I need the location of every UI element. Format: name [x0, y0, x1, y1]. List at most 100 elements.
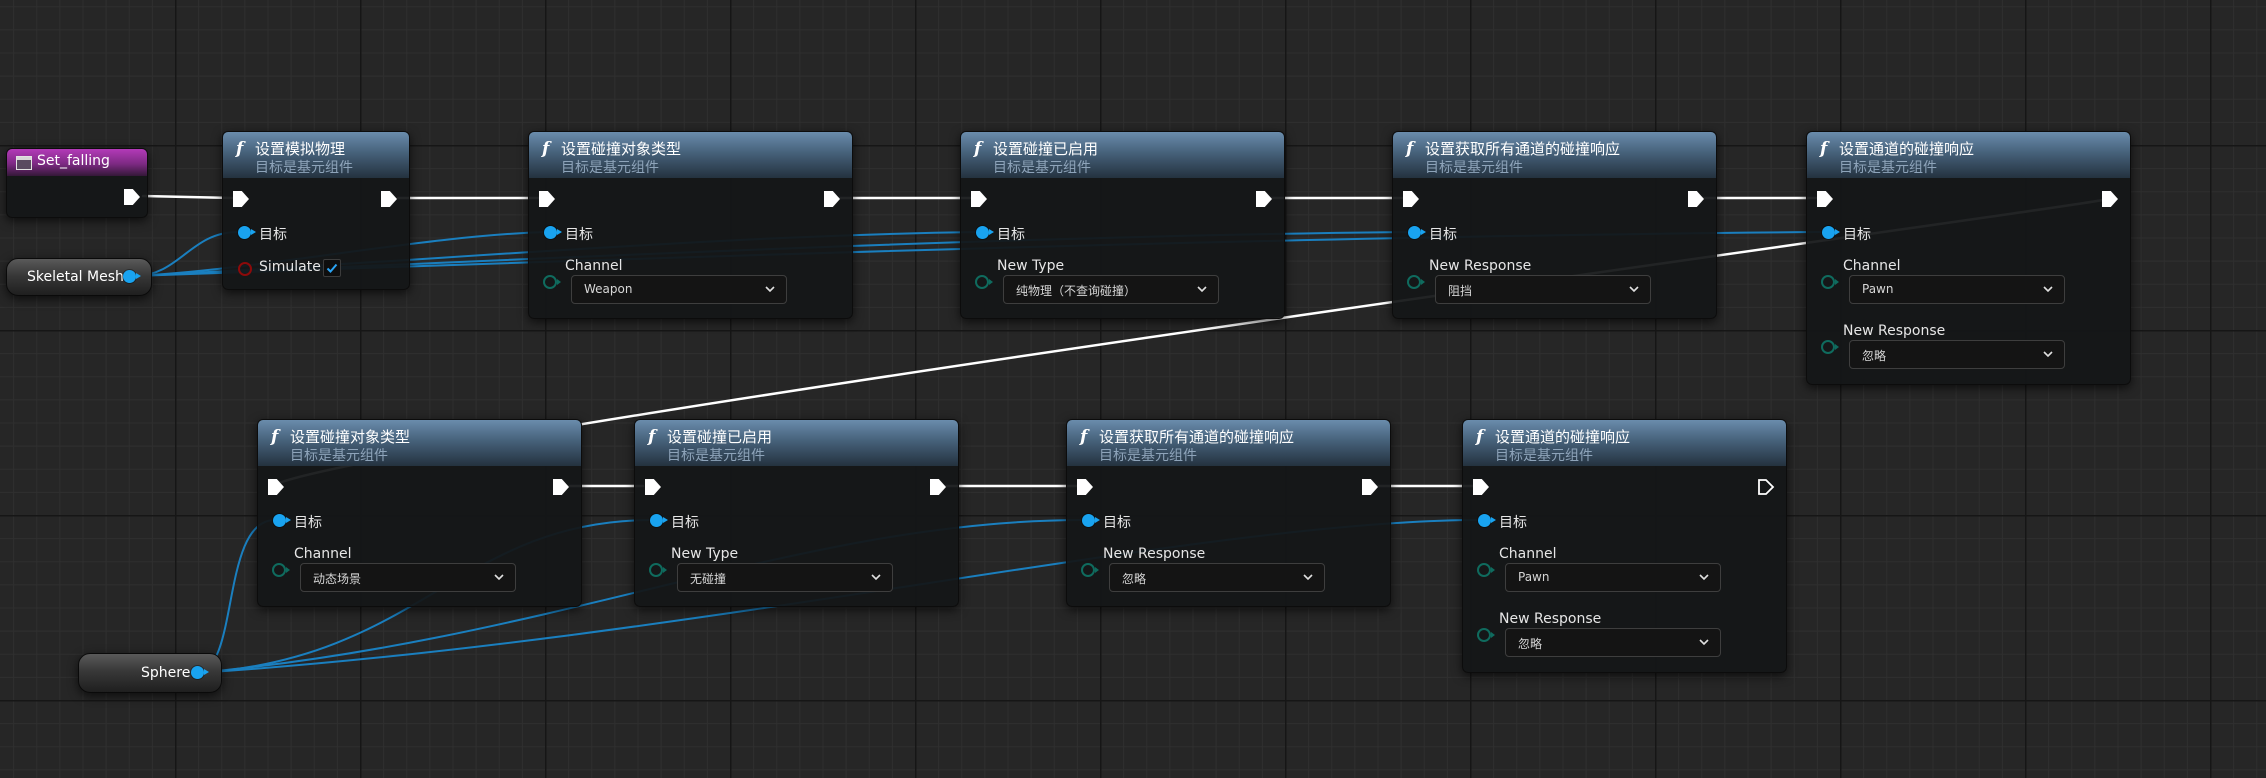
- simulate-checkbox[interactable]: [323, 259, 341, 277]
- event-node-set-falling[interactable]: Set_falling: [6, 148, 148, 218]
- exec-in-pin[interactable]: [1817, 191, 1833, 207]
- dropdown-value: 无碰撞: [690, 572, 727, 586]
- node-set-collision-enabled-2[interactable]: f 设置碰撞已启用 目标是基元组件 目标 New Type 无碰撞: [634, 419, 959, 607]
- exec-in-pin[interactable]: [1077, 479, 1093, 495]
- new-response-pin[interactable]: [1081, 563, 1099, 577]
- channel-pin[interactable]: [543, 275, 561, 289]
- exec-in-pin[interactable]: [1403, 191, 1419, 207]
- node-subtitle: 目标是基元组件: [667, 448, 765, 464]
- node-title: 设置获取所有通道的碰撞响应: [1099, 428, 1295, 446]
- exec-out-pin[interactable]: [1688, 191, 1704, 207]
- channel-label: Channel: [294, 546, 352, 562]
- new-response-label: New Response: [1429, 258, 1532, 274]
- new-response-dropdown[interactable]: 忽略: [1849, 340, 2065, 369]
- object-pin-icon[interactable]: [123, 270, 141, 283]
- node-header: f 设置碰撞对象类型 目标是基元组件: [529, 132, 852, 178]
- chevron-down-icon: [1629, 286, 1639, 293]
- channel-dropdown[interactable]: Pawn: [1849, 275, 2065, 304]
- new-response-label: New Response: [1499, 611, 1602, 627]
- exec-wire: [141, 194, 235, 200]
- new-type-dropdown[interactable]: 无碰撞: [677, 563, 893, 592]
- new-response-dropdown[interactable]: 忽略: [1109, 563, 1325, 592]
- object-pin-icon[interactable]: [191, 666, 209, 679]
- exec-out-pin[interactable]: [930, 479, 946, 495]
- target-pin[interactable]: [650, 514, 668, 527]
- exec-out-pin[interactable]: [1256, 191, 1272, 207]
- variable-label: Skeletal Mesh: [27, 269, 124, 285]
- target-pin[interactable]: [273, 514, 291, 527]
- dropdown-value: 忽略: [1122, 572, 1147, 586]
- node-title: 设置模拟物理: [255, 140, 346, 158]
- chevron-down-icon: [2043, 351, 2053, 358]
- channel-label: Channel: [1499, 546, 1557, 562]
- target-pin[interactable]: [1082, 514, 1100, 527]
- node-header: f 设置碰撞已启用 目标是基元组件: [635, 420, 958, 466]
- node-subtitle: 目标是基元组件: [1495, 448, 1593, 464]
- new-type-dropdown[interactable]: 纯物理（不查询碰撞）: [1003, 275, 1219, 304]
- new-type-pin[interactable]: [649, 563, 667, 577]
- exec-out-pin-unconnected[interactable]: [1757, 478, 1775, 496]
- function-icon: f: [542, 139, 550, 159]
- event-title: Set_falling: [37, 153, 110, 169]
- target-pin[interactable]: [976, 226, 994, 239]
- node-set-simulate-physics[interactable]: f 设置模拟物理 目标是基元组件 目标 Simulate: [222, 131, 410, 290]
- target-label: 目标: [565, 227, 593, 243]
- exec-in-pin[interactable]: [645, 479, 661, 495]
- target-label: 目标: [1499, 515, 1527, 531]
- new-response-pin[interactable]: [1477, 628, 1495, 642]
- target-label: 目标: [1843, 227, 1871, 243]
- channel-dropdown[interactable]: Pawn: [1505, 563, 1721, 592]
- function-icon: f: [1406, 139, 1414, 159]
- node-set-channel-response[interactable]: f 设置通道的碰撞响应 目标是基元组件 目标 Channel Pawn New …: [1806, 131, 2131, 385]
- node-header: f 设置通道的碰撞响应 目标是基元组件: [1463, 420, 1786, 466]
- channel-pin[interactable]: [1821, 275, 1839, 289]
- skeletal-mesh-variable-node[interactable]: Skeletal Mesh: [6, 258, 152, 296]
- chevron-down-icon: [871, 574, 881, 581]
- exec-in-pin[interactable]: [971, 191, 987, 207]
- exec-out-pin[interactable]: [381, 191, 397, 207]
- target-pin[interactable]: [1822, 226, 1840, 239]
- target-pin[interactable]: [238, 226, 256, 239]
- new-type-pin[interactable]: [975, 275, 993, 289]
- node-header: f 设置碰撞对象类型 目标是基元组件: [258, 420, 581, 466]
- channel-dropdown[interactable]: Weapon: [571, 275, 787, 304]
- node-set-all-channels-response-2[interactable]: f 设置获取所有通道的碰撞响应 目标是基元组件 目标 New Response …: [1066, 419, 1391, 607]
- function-icon: f: [1476, 427, 1484, 447]
- exec-in-pin[interactable]: [1473, 479, 1489, 495]
- node-set-collision-enabled[interactable]: f 设置碰撞已启用 目标是基元组件 目标 New Type 纯物理（不查询碰撞）: [960, 131, 1285, 319]
- target-label: 目标: [259, 227, 287, 243]
- node-set-channel-response-2[interactable]: f 设置通道的碰撞响应 目标是基元组件 目标 Channel Pawn New …: [1462, 419, 1787, 673]
- target-pin[interactable]: [1478, 514, 1496, 527]
- exec-out-pin[interactable]: [553, 479, 569, 495]
- channel-pin[interactable]: [272, 563, 290, 577]
- simulate-pin[interactable]: [238, 262, 252, 276]
- node-title: 设置碰撞对象类型: [290, 428, 411, 446]
- target-pin[interactable]: [544, 226, 562, 239]
- checkmark-icon: [326, 263, 338, 273]
- channel-pin[interactable]: [1477, 563, 1495, 577]
- new-response-pin[interactable]: [1407, 275, 1425, 289]
- channel-label: Channel: [565, 258, 623, 274]
- event-header: Set_falling: [7, 149, 147, 176]
- exec-in-pin[interactable]: [233, 191, 249, 207]
- new-response-dropdown[interactable]: 忽略: [1505, 628, 1721, 657]
- channel-dropdown[interactable]: 动态场景: [300, 563, 516, 592]
- new-response-pin[interactable]: [1821, 340, 1839, 354]
- exec-out-pin[interactable]: [824, 191, 840, 207]
- dropdown-value: Pawn: [1862, 282, 1894, 296]
- node-subtitle: 目标是基元组件: [290, 448, 388, 464]
- node-set-all-channels-response[interactable]: f 设置获取所有通道的碰撞响应 目标是基元组件 目标 New Response …: [1392, 131, 1717, 319]
- exec-in-pin[interactable]: [539, 191, 555, 207]
- exec-in-pin[interactable]: [268, 479, 284, 495]
- exec-out-pin[interactable]: [2102, 191, 2118, 207]
- exec-out-pin[interactable]: [124, 189, 140, 205]
- node-title: 设置碰撞对象类型: [561, 140, 682, 158]
- new-response-dropdown[interactable]: 阻挡: [1435, 275, 1651, 304]
- target-pin[interactable]: [1408, 226, 1426, 239]
- target-label: 目标: [997, 227, 1025, 243]
- sphere-variable-node[interactable]: Sphere: [78, 653, 222, 693]
- exec-out-pin[interactable]: [1362, 479, 1378, 495]
- node-set-collision-object-type-2[interactable]: f 设置碰撞对象类型 目标是基元组件 目标 Channel 动态场景: [257, 419, 582, 607]
- node-set-collision-object-type[interactable]: f 设置碰撞对象类型 目标是基元组件 目标 Channel Weapon: [528, 131, 853, 319]
